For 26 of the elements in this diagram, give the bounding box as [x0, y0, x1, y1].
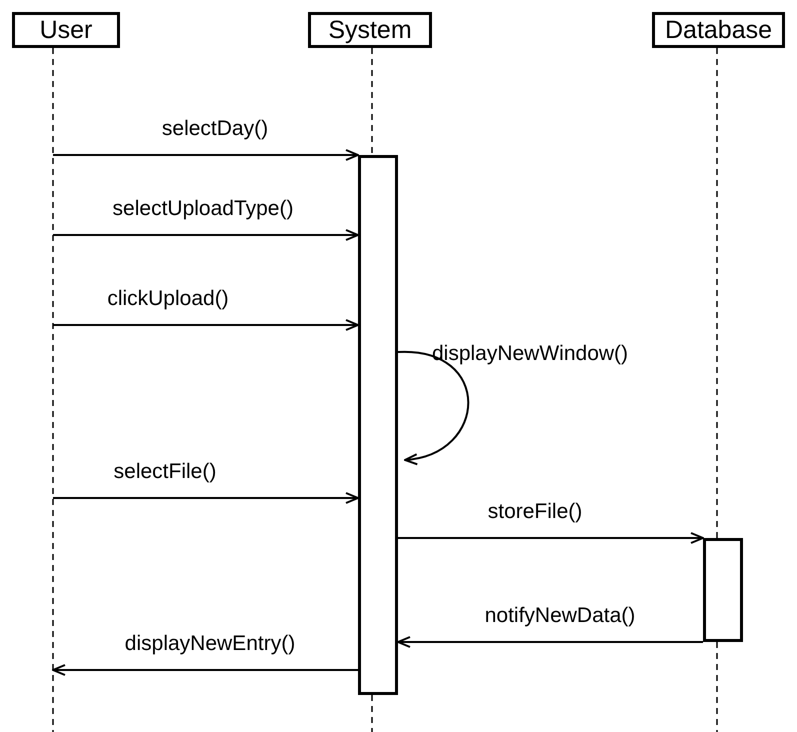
activation-bar — [358, 155, 398, 695]
lifeline — [716, 642, 718, 732]
lifeline-header: User — [12, 12, 120, 48]
message-arrow — [397, 636, 703, 648]
message-label: selectFile() — [114, 460, 216, 484]
message-arrow — [52, 664, 358, 676]
lifeline — [716, 48, 718, 538]
message-label: storeFile() — [488, 500, 582, 524]
message-arrow — [53, 149, 359, 161]
message-arrow — [398, 532, 704, 544]
lifeline — [371, 48, 373, 155]
lifeline — [52, 48, 54, 732]
self-message-arrow — [398, 351, 470, 464]
message-arrow — [53, 229, 359, 241]
message-label: displayNewWindow() — [432, 342, 628, 366]
activation-bar — [703, 538, 743, 642]
lifeline-header: Database — [652, 12, 785, 48]
lifeline-header: System — [308, 12, 432, 48]
message-label: clickUpload() — [107, 287, 229, 311]
message-label: displayNewEntry() — [124, 632, 296, 656]
message-label: notifyNewData() — [484, 604, 636, 628]
lifeline — [371, 695, 373, 732]
message-label: selectUploadType() — [112, 197, 294, 221]
message-label: selectDay() — [162, 117, 268, 141]
message-arrow — [53, 492, 359, 504]
message-arrow — [53, 319, 359, 331]
